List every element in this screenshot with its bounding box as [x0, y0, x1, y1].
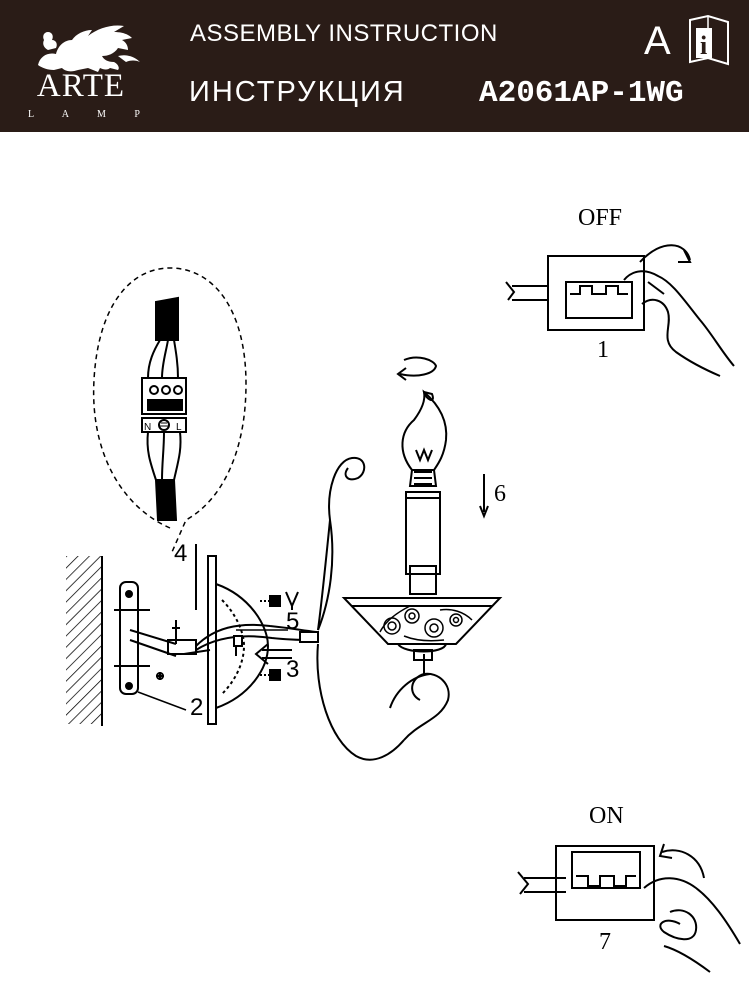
wall	[66, 556, 103, 726]
lamp-arm	[299, 456, 450, 761]
title-english: ASSEMBLY INSTRUCTION	[190, 20, 498, 47]
glass-shade	[341, 597, 503, 661]
step-3-label: 3	[286, 656, 300, 683]
assembly-diagram: N L OFF 1 ON 7 2 3 4 5 6	[0, 132, 749, 1000]
step-2-label: 2	[190, 694, 204, 721]
terminal-block-detail	[141, 296, 187, 521]
step-5-label: 5	[286, 608, 300, 635]
leader-lines	[137, 629, 288, 711]
step-1-label: 1	[597, 337, 609, 363]
step-4-label: 4	[174, 540, 188, 567]
switch-on-illustration	[517, 843, 741, 973]
flower-decoration	[379, 605, 473, 642]
step-7-label: 7	[599, 929, 611, 955]
mounting-bracket	[114, 581, 177, 695]
info-booklet-icon: A i	[644, 14, 729, 66]
switch-on-label: ON	[589, 803, 624, 829]
header-bar: ARTE L A M P ASSEMBLY INSTRUCTION ИНСТРУ…	[0, 0, 749, 132]
brand-wordmark: ARTE	[36, 68, 126, 104]
candle-sleeve	[405, 491, 441, 595]
model-number: A2061AP-1WG	[479, 76, 684, 111]
step-3-arrow	[254, 643, 292, 665]
detail-callout	[92, 267, 247, 553]
assembly-drawing: N L	[66, 244, 741, 973]
terminal-label-l: L	[176, 422, 182, 433]
switch-off-label: OFF	[578, 205, 623, 231]
step-6-arrow	[479, 474, 489, 519]
info-letter: A	[644, 19, 671, 63]
info-glyph: i	[700, 31, 707, 60]
switch-off-illustration	[505, 244, 735, 377]
title-russian: ИНСТРУКЦИЯ	[189, 76, 406, 108]
step-6-label: 6	[494, 481, 506, 507]
griffin-logo-icon	[38, 25, 140, 72]
brand-subtitle: L A M P	[28, 109, 140, 120]
terminal-label-n: N	[144, 422, 151, 433]
rotate-arrow-icon	[396, 356, 438, 381]
canopy	[207, 555, 270, 725]
flame-bulb-icon	[401, 389, 448, 487]
decorative-screws	[260, 591, 299, 681]
